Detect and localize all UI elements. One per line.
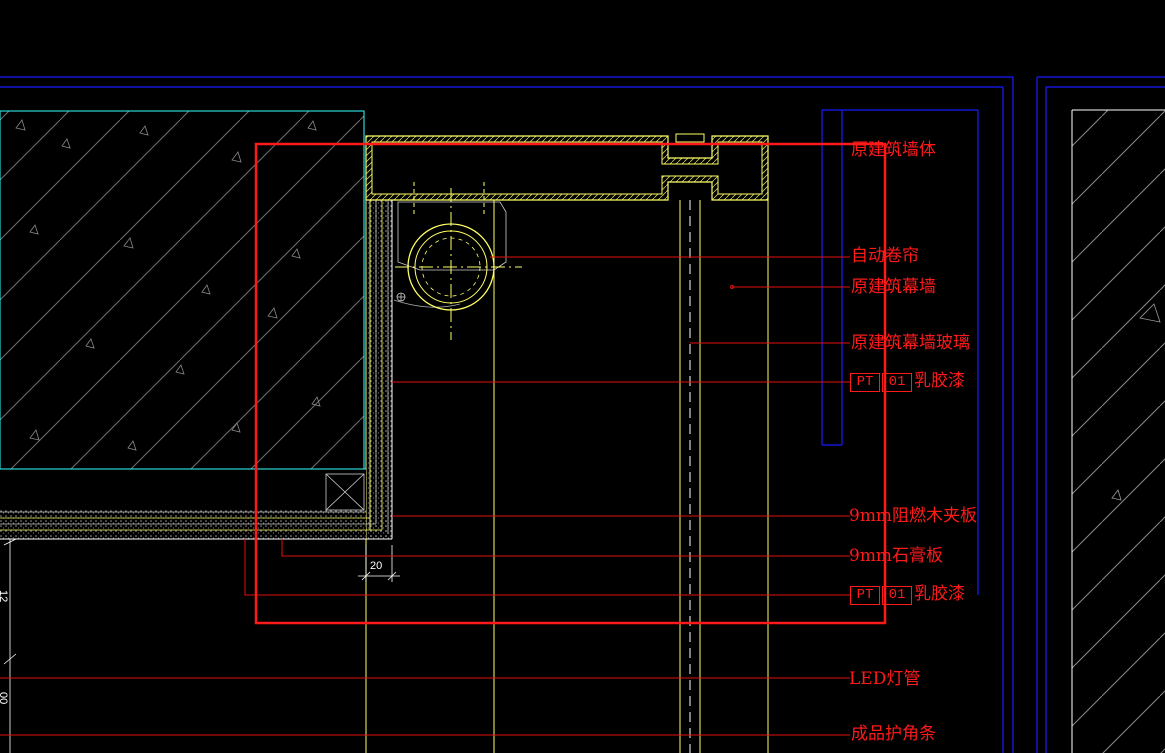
label-curtain-wall: 原建筑幕墙	[851, 277, 936, 297]
leader-lines	[0, 256, 850, 736]
guide-lines	[365, 200, 769, 753]
tag-code: PT	[850, 373, 880, 392]
curtain-wall-profile	[365, 133, 769, 201]
left-dimension	[3, 538, 17, 753]
concrete-wall	[0, 110, 365, 470]
label-wall: 原建筑墙体	[851, 140, 936, 160]
tag-code: PT	[850, 586, 880, 605]
label-corner-guard: 成品护角条	[851, 724, 936, 744]
label-gypsum: 9mm石膏板	[849, 546, 944, 566]
dimension-20	[358, 545, 400, 582]
roller-blind	[393, 182, 522, 340]
label-plywood: 9mm阻燃木夹板	[849, 506, 978, 526]
right-panel	[1071, 109, 1165, 753]
tag-label: 乳胶漆	[914, 371, 965, 391]
board-layers	[0, 200, 393, 540]
frame-lines	[0, 76, 1165, 753]
label-curtain: 自动卷帘	[851, 246, 919, 266]
tag-num: 01	[882, 586, 912, 605]
side-label-top: 12	[0, 590, 9, 603]
side-label-bottom: 00	[0, 692, 9, 705]
dimension-label: 20	[370, 560, 383, 572]
label-curtain-glass: 原建筑幕墙玻璃	[851, 333, 970, 353]
tag-label: 乳胶漆	[914, 584, 965, 604]
tag-num: 01	[882, 373, 912, 392]
highlight-box[interactable]	[254, 142, 887, 625]
label-led: LED灯管	[849, 669, 921, 689]
